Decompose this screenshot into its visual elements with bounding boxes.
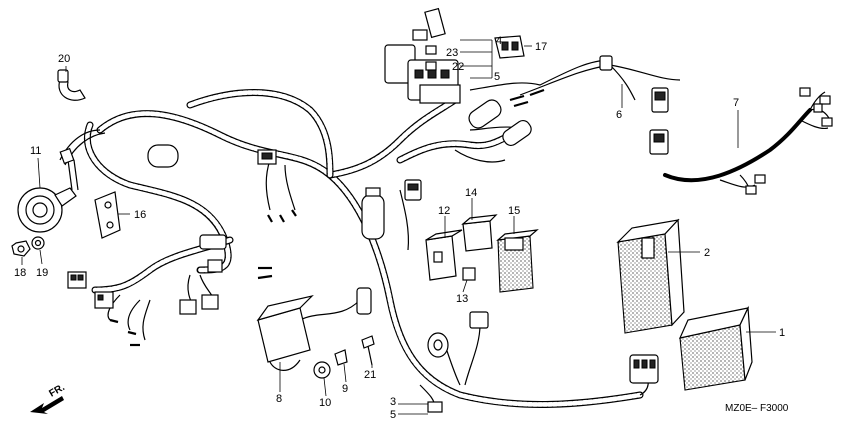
sub-harness-7 [649,87,833,195]
horn-bracket [94,191,121,239]
callout-12: 12 [438,205,450,217]
mid-connectors [356,179,422,315]
fuse-box-assembly [384,7,461,104]
unit-8 [256,294,314,371]
callout-8: 8 [276,393,282,405]
nut-and-washer [11,236,45,257]
ecu-connector [629,354,659,384]
callout-19: 19 [36,267,48,279]
callout-9: 9 [342,383,348,395]
connector-6 [509,55,613,108]
callout-10: 10 [319,397,331,409]
callout-7: 7 [733,97,739,109]
callout-21: 21 [364,369,376,381]
callout-11: 11 [30,145,41,157]
callout-5-lower: 5 [390,409,396,421]
relay-12 [425,229,463,281]
sensor-connector-3 [427,311,489,413]
callout-numbers: 1 2 3 4 5 5 6 7 8 9 10 11 12 13 14 15 16… [14,35,785,421]
connector-17 [494,35,525,59]
horn [17,147,79,233]
relay-13 [462,267,476,281]
callout-15: 15 [508,205,520,217]
inline-filters [147,99,532,240]
main-wire-harness [83,89,644,408]
front-direction-label: FR. [47,382,67,400]
callout-1: 1 [779,327,785,339]
callout-14: 14 [465,187,477,199]
relay-14 [461,214,498,252]
left-connectors [67,149,297,347]
callout-2: 2 [704,247,710,259]
callout-16: 16 [134,209,146,221]
leader-lines [21,39,776,415]
relay-15 [496,229,539,293]
callout-17: 17 [535,41,547,53]
callout-22: 22 [452,61,464,73]
control-unit [616,218,685,334]
callout-3: 3 [390,396,396,408]
grommet-collar-bolt [313,335,375,379]
callout-6: 6 [616,109,622,121]
callout-23: 23 [446,47,458,59]
front-direction-arrow: FR. [30,382,67,414]
harness-clamp [57,69,86,101]
ecu-cover [678,305,753,391]
figure-code: MZ0E– F3000 [725,403,789,414]
callout-5-fuse: 5 [494,71,500,83]
callout-18: 18 [14,267,26,279]
callout-13: 13 [456,293,468,305]
callout-20: 20 [58,53,70,65]
callout-4: 4 [496,35,502,47]
